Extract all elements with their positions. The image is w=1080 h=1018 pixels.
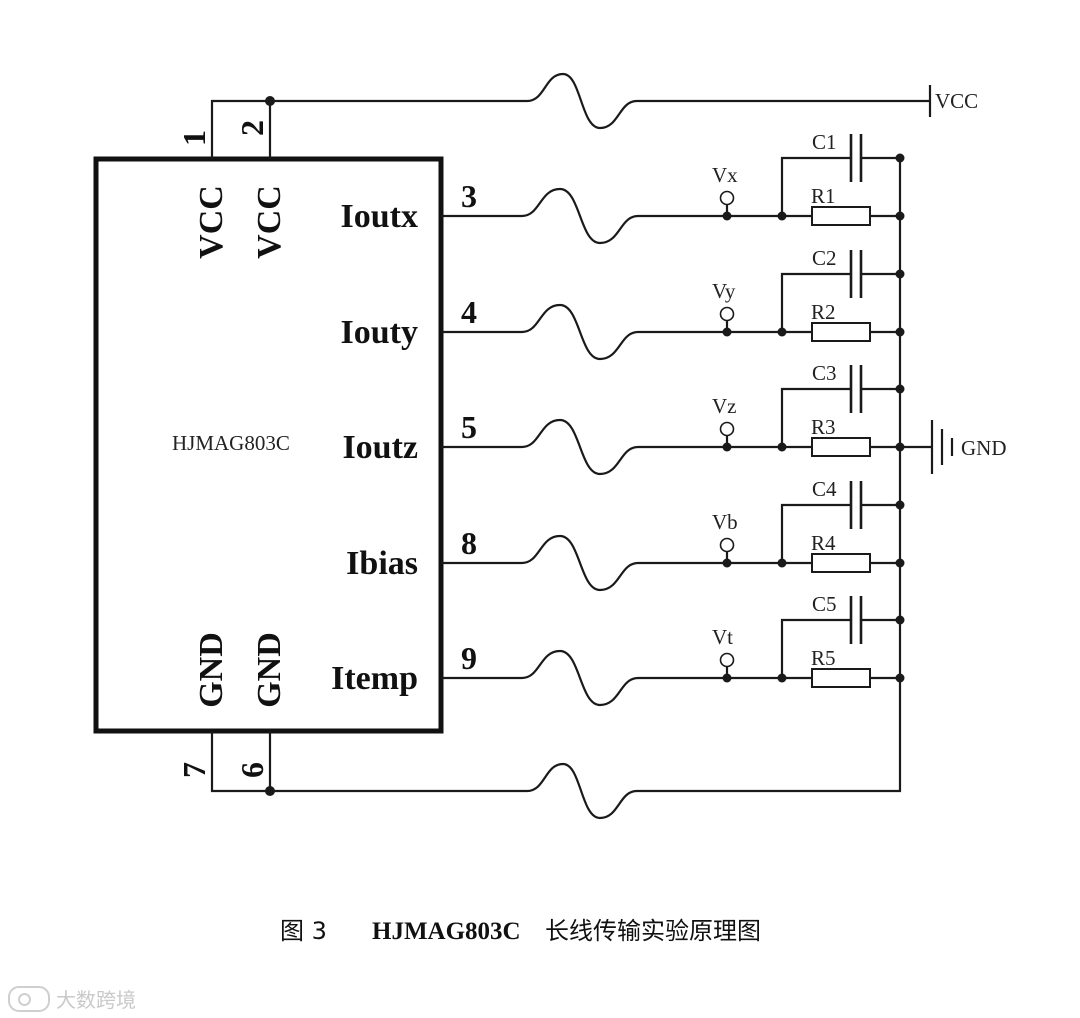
- resistor-icon: [811, 668, 871, 688]
- signal-label: Ioutx: [341, 198, 418, 235]
- signal-label: Ioutz: [342, 429, 418, 466]
- signal-label: Ibias: [346, 545, 418, 582]
- signal-wire: [441, 303, 812, 361]
- junction-dot: [722, 211, 732, 221]
- pin-number: 5: [461, 409, 477, 445]
- pin-label: VCC: [193, 185, 230, 259]
- capacitor-label: C1: [812, 130, 837, 154]
- capacitor-label: C4: [812, 477, 837, 501]
- pin-label: GND: [193, 632, 230, 708]
- pin-number: 6: [234, 762, 270, 778]
- test-point-icon: [719, 421, 735, 437]
- capacitor-label: C5: [812, 592, 837, 616]
- chip-body: [93, 156, 444, 734]
- pin-label: VCC: [251, 185, 288, 259]
- resistor-label: R1: [811, 184, 836, 208]
- resistor-icon: [811, 553, 871, 573]
- pin-number: 2: [234, 120, 270, 136]
- vcc-label: VCC: [935, 89, 978, 113]
- signal-wire: [441, 187, 812, 245]
- vcc-line: VCC: [265, 72, 978, 130]
- resistor-label: R3: [811, 415, 836, 439]
- figure-caption: 图 3 HJMAG803C 长线传输实验原理图: [280, 917, 761, 945]
- pin-number: 7: [176, 762, 212, 778]
- test-point-icon: [719, 537, 735, 553]
- resistor-icon: [811, 206, 871, 226]
- test-point-label: Vx: [712, 163, 738, 187]
- junction-dot: [722, 442, 732, 452]
- junction-dot: [895, 558, 905, 568]
- signal-label: Iouty: [341, 314, 418, 351]
- junction-dot: [895, 615, 905, 625]
- junction-dot: [895, 211, 905, 221]
- chip-name: HJMAG803C: [172, 431, 290, 455]
- junction-dot: [722, 673, 732, 683]
- resistor-icon: [811, 437, 871, 457]
- junction-dot: [895, 269, 905, 279]
- test-point-icon: [719, 652, 735, 668]
- caption-part-number: HJMAG803C: [372, 918, 521, 945]
- pin-number: 3: [461, 178, 477, 214]
- capacitor-label: C2: [812, 246, 837, 270]
- test-point-label: Vt: [712, 625, 733, 649]
- resistor-label: R5: [811, 646, 836, 670]
- vcc-pins: 1 2 VCC VCC: [176, 99, 288, 259]
- pin-number: 8: [461, 525, 477, 561]
- watermark-text: 大数跨境: [56, 988, 136, 1012]
- signal-label: Itemp: [331, 660, 418, 697]
- junction-dot: [895, 442, 905, 452]
- watermark: 大数跨境: [8, 984, 136, 1013]
- signal-wire: [441, 649, 812, 707]
- junction-dot: [895, 327, 905, 337]
- signal-wire: [441, 418, 812, 476]
- test-point-icon: [719, 306, 735, 322]
- resistor-label: R4: [811, 531, 836, 555]
- junction-dot: [722, 327, 732, 337]
- junction-dot: [895, 384, 905, 394]
- junction-dot: [895, 500, 905, 510]
- caption-figure-number: 图 3: [280, 917, 327, 945]
- caption-title: 长线传输实验原理图: [545, 917, 761, 945]
- test-point-label: Vb: [712, 510, 738, 534]
- gnd-label: GND: [961, 436, 1007, 460]
- watermark-logo-icon: [8, 985, 50, 1012]
- pin-number: 4: [461, 294, 477, 330]
- junction-dot: [895, 673, 905, 683]
- test-point-icon: [719, 190, 735, 206]
- gnd-return-line: [265, 159, 902, 820]
- junction-dot: [722, 558, 732, 568]
- pin-label: GND: [251, 632, 288, 708]
- ground-symbol: GND: [900, 420, 1007, 474]
- test-point-label: Vy: [712, 279, 736, 303]
- resistor-label: R2: [811, 300, 836, 324]
- test-point-label: Vz: [712, 394, 737, 418]
- junction-dot: [895, 153, 905, 163]
- gnd-pins: 7 6 GND GND: [176, 632, 288, 793]
- capacitor-label: C3: [812, 361, 837, 385]
- pin-number: 9: [461, 640, 477, 676]
- resistor-icon: [811, 322, 871, 342]
- pin-number: 1: [176, 130, 212, 146]
- signal-wire: [441, 534, 812, 592]
